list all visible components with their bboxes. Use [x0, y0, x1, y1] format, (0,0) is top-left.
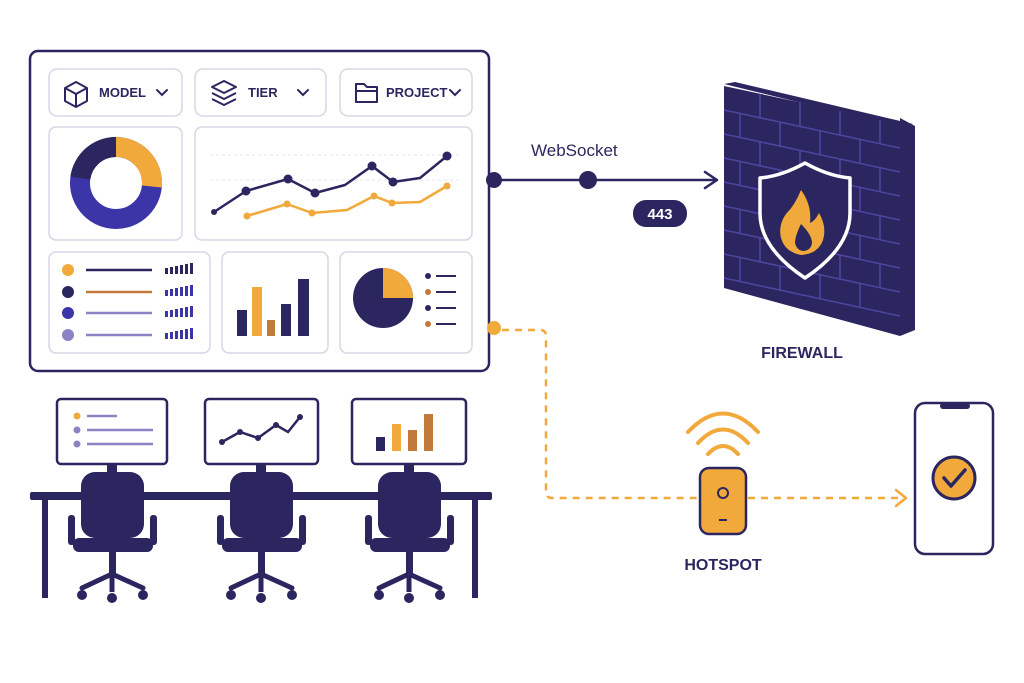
- line-chart-card: [194, 126, 473, 241]
- chevron-down-icon: [156, 89, 168, 97]
- bar: [281, 304, 291, 336]
- phone: [913, 401, 995, 556]
- dropdown-project-label: PROJECT: [386, 85, 447, 100]
- monitor-line-screen: [203, 397, 320, 472]
- donut-chart: [70, 136, 163, 229]
- firewall-label: FIREWALL: [761, 345, 843, 362]
- line-series-navy: [213, 155, 448, 214]
- office-chair: [365, 472, 454, 603]
- port-badge: [633, 200, 687, 227]
- chevron-down-icon: [297, 89, 309, 97]
- wifi-router-icon: [686, 411, 760, 536]
- donut-chart-card: [48, 126, 183, 241]
- bar-chart-card: [221, 251, 329, 354]
- line-series-navy-points: [211, 151, 452, 215]
- office-chair: [217, 472, 306, 603]
- websocket-connection: WebSocket 443: [486, 141, 719, 227]
- dropdown-project[interactable]: PROJECT: [339, 68, 473, 117]
- bar: [267, 320, 275, 336]
- dropdown-model[interactable]: MODEL: [48, 68, 183, 117]
- line-series-orange: [246, 184, 448, 218]
- workstations: [30, 397, 492, 603]
- arrowhead-icon: [703, 170, 719, 190]
- dashboard-panel: MODEL TIER PROJECT: [28, 49, 491, 373]
- layers-icon: [211, 80, 237, 106]
- hotspot-device: HOTSPOT: [684, 411, 762, 574]
- bar: [252, 287, 262, 336]
- websocket-label: WebSocket: [531, 141, 618, 160]
- dropdown-tier[interactable]: TIER: [194, 68, 327, 117]
- cube-icon: [64, 81, 88, 108]
- legend-row: [62, 285, 193, 298]
- dropdown-model-label: MODEL: [99, 85, 146, 100]
- donut-navy-segment: [70, 136, 116, 180]
- legend-row: [62, 328, 193, 341]
- office-chair: [68, 472, 157, 603]
- legend-list-card: [48, 251, 211, 354]
- hotspot-label: HOTSPOT: [684, 557, 762, 574]
- firewall: FIREWALL: [723, 82, 915, 362]
- monitor-list-screen: [55, 397, 169, 472]
- bar: [298, 279, 309, 336]
- dropdown-tier-label: TIER: [248, 85, 278, 100]
- arrowhead-icon: [894, 488, 908, 508]
- donut-orange-segment: [116, 136, 163, 188]
- legend-row: [62, 263, 193, 276]
- folder-icon: [355, 83, 378, 103]
- port-label: 443: [647, 206, 672, 223]
- line-series-orange-points: [243, 182, 451, 220]
- hotspot-connection: [487, 321, 908, 508]
- pie-chart-card: [339, 251, 473, 354]
- flame-shield-icon: [758, 161, 852, 280]
- monitor-bar-screen: [350, 397, 468, 472]
- bar: [237, 310, 247, 336]
- check-circle-icon: [931, 455, 977, 501]
- legend-row: [62, 306, 193, 319]
- pie-orange-slice: [383, 268, 413, 298]
- chevron-down-icon: [449, 89, 461, 97]
